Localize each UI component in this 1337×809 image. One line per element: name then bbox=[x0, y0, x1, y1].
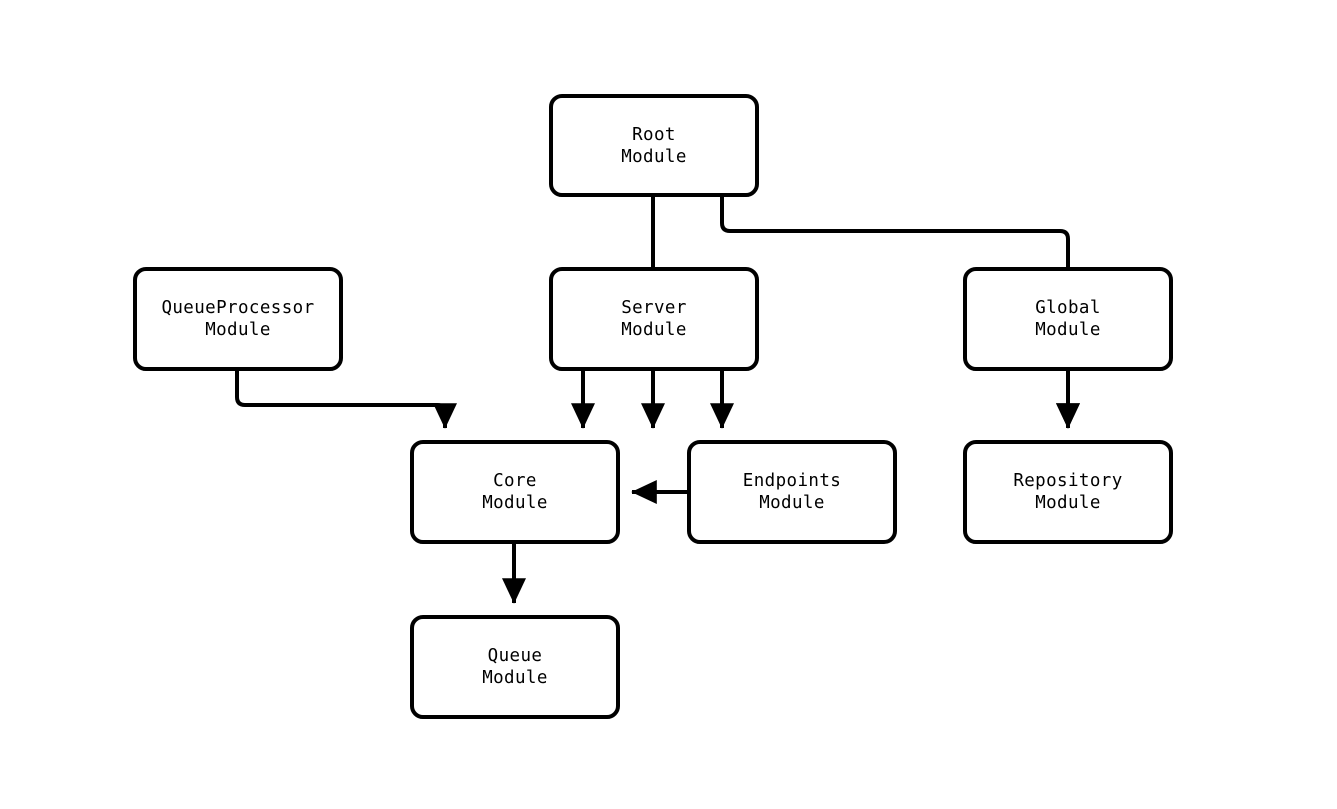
node-global-suffix: Module bbox=[1035, 320, 1101, 340]
node-endpoints-title: Endpoints bbox=[742, 471, 842, 491]
node-endpoints[interactable]: Endpoints Module bbox=[687, 440, 897, 544]
node-global-title: Global bbox=[1035, 298, 1101, 318]
node-repository-title: Repository bbox=[1013, 471, 1123, 491]
node-repository[interactable]: Repository Module bbox=[963, 440, 1173, 544]
node-core[interactable]: Core Module bbox=[410, 440, 620, 544]
node-queue[interactable]: Queue Module bbox=[410, 615, 620, 719]
node-queueprocessor-title: QueueProcessor bbox=[161, 298, 315, 318]
node-repository-suffix: Module bbox=[1035, 493, 1101, 513]
node-core-suffix: Module bbox=[482, 493, 548, 513]
node-server[interactable]: Server Module bbox=[549, 267, 759, 371]
node-endpoints-suffix: Module bbox=[759, 493, 825, 513]
node-queue-suffix: Module bbox=[482, 668, 548, 688]
node-core-title: Core bbox=[493, 471, 537, 491]
node-queueprocessor[interactable]: QueueProcessor Module bbox=[133, 267, 343, 371]
node-root-title: Root bbox=[632, 124, 676, 145]
node-queueprocessor-suffix: Module bbox=[205, 320, 271, 340]
node-server-suffix: Module bbox=[621, 320, 687, 340]
node-queue-title: Queue bbox=[487, 646, 543, 666]
node-global[interactable]: Global Module bbox=[963, 267, 1173, 371]
node-root[interactable]: Root Module bbox=[549, 94, 759, 197]
node-root-suffix: Module bbox=[621, 146, 687, 167]
edge-queueprocessor-core bbox=[235, 371, 457, 429]
node-server-title: Server bbox=[621, 298, 687, 318]
edge-group bbox=[235, 197, 1080, 604]
